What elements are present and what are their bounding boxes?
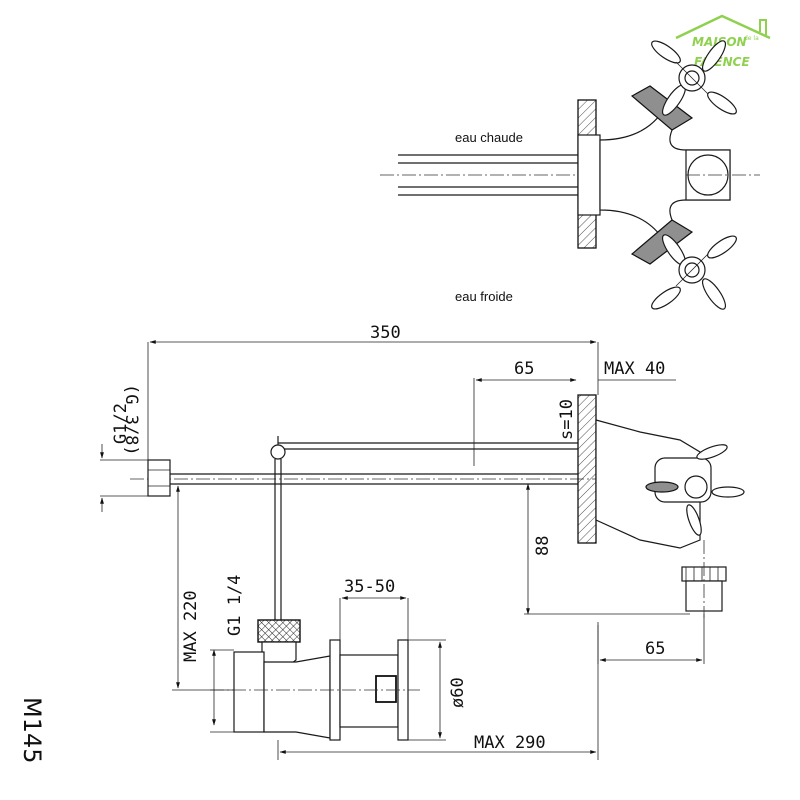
- dim-max220: MAX 220: [181, 590, 201, 662]
- dim-g12: G1/2: [111, 403, 131, 444]
- dim-s10: s=10: [557, 399, 577, 440]
- dimensions: 350 65 MAX 40 s=10 88 65 35-50 ø60: [100, 323, 705, 760]
- dim-88: 88: [533, 536, 553, 556]
- dim-phi60: ø60: [448, 677, 468, 708]
- dim-65-right: 65: [645, 639, 665, 659]
- dim-65-top: 65: [514, 359, 534, 379]
- handle-side: [645, 444, 745, 536]
- side-view: [130, 394, 745, 741]
- top-view: eau chaude eau froide: [380, 40, 760, 310]
- cold-handle-top: [630, 219, 737, 310]
- dim-max290: MAX 290: [474, 733, 546, 753]
- dim-35-50: 35-50: [344, 577, 395, 597]
- dim-max40: MAX 40: [604, 359, 665, 379]
- dim-g38: (G 3/8): [121, 384, 141, 456]
- dim-g114: G1 1/4: [225, 575, 245, 636]
- hot-water-label: eau chaude: [455, 130, 523, 145]
- hot-handle-top: [630, 40, 737, 131]
- dim-350: 350: [370, 323, 401, 343]
- model-number: M145: [18, 697, 46, 764]
- logo-line2: de la: [744, 35, 759, 42]
- cold-water-label: eau froide: [455, 289, 513, 304]
